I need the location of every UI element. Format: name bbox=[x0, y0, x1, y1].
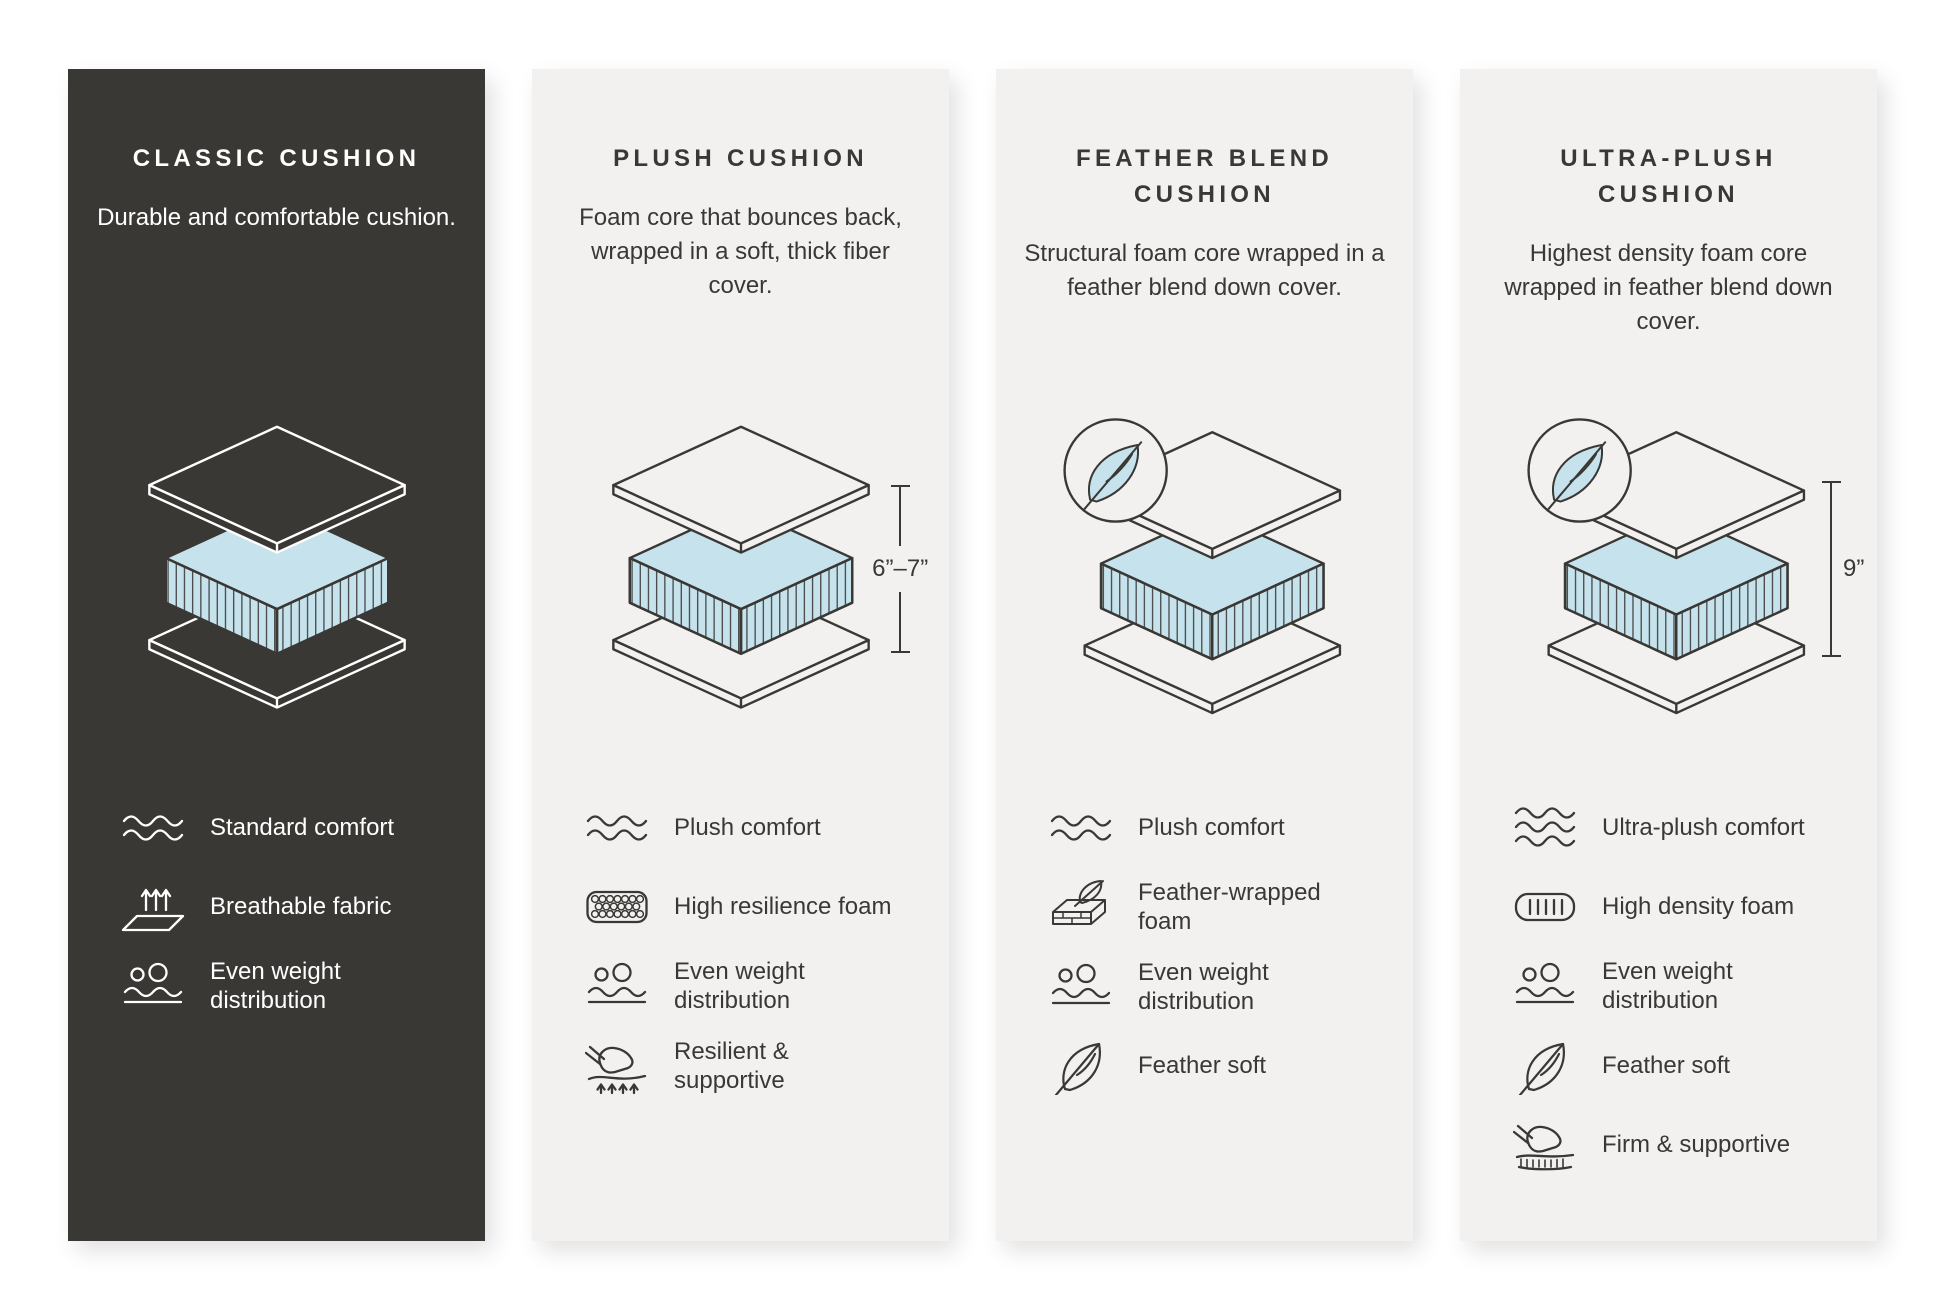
feature-label: Plush comfort bbox=[674, 814, 821, 842]
feature-label: Breathable fabric bbox=[210, 893, 392, 921]
waves-icon bbox=[1048, 799, 1114, 857]
feature-row: Even weight distribution bbox=[584, 957, 921, 1016]
cushion-diagram-graphic bbox=[147, 425, 406, 709]
feature-label: Plush comfort bbox=[1138, 814, 1285, 842]
feature-row: Even weight distribution bbox=[1512, 957, 1849, 1016]
feature-row: Even weight distribution bbox=[1048, 958, 1385, 1017]
card-header: PLUSH CUSHION Foam core that bounces bac… bbox=[560, 141, 921, 369]
feature-label: High resilience foam bbox=[674, 893, 892, 921]
waves-icon bbox=[1512, 799, 1578, 857]
feature-row: Resilient & supportive bbox=[584, 1037, 921, 1096]
firm-support-icon bbox=[1512, 1116, 1578, 1174]
cushion-layers-diagram: 9” bbox=[1488, 369, 1864, 769]
feature-row: Standard comfort bbox=[120, 799, 457, 857]
feature-label: Ultra-plush comfort bbox=[1602, 814, 1805, 842]
feature-label: Firm & supportive bbox=[1602, 1130, 1791, 1158]
feature-label: Standard comfort bbox=[210, 814, 395, 842]
cards-row: CLASSIC CUSHION Durable and comfortable … bbox=[68, 69, 1877, 1241]
cushion-layers-diagram bbox=[1024, 369, 1385, 769]
measurement-line bbox=[1820, 481, 1844, 657]
even-weight-icon bbox=[1048, 958, 1114, 1016]
feather-badge-icon bbox=[1062, 418, 1168, 523]
feature-row: High density foam bbox=[1512, 878, 1849, 936]
top-cover-layer bbox=[147, 425, 406, 554]
height-measurement: 6”–7” bbox=[869, 485, 932, 653]
top-cover-layer bbox=[611, 425, 870, 554]
resilience-foam-icon bbox=[584, 878, 650, 936]
feature-label: Even weight distribution bbox=[1602, 958, 1733, 1015]
feather-icon bbox=[1048, 1037, 1114, 1095]
feature-list: Plush comfort High resilience foam Even … bbox=[560, 799, 921, 1095]
feature-label: Even weight distribution bbox=[674, 958, 805, 1015]
feature-label: Resilient & supportive bbox=[674, 1037, 789, 1094]
card-description: Durable and comfortable cushion. bbox=[97, 204, 456, 231]
card-ultra-plush-cushion: ULTRA-PLUSH CUSHION Highest density foam… bbox=[1460, 69, 1877, 1241]
card-title: PLUSH CUSHION bbox=[613, 145, 868, 172]
feather-foam-icon bbox=[1048, 878, 1114, 936]
cushion-layers-diagram: 6”–7” bbox=[560, 369, 932, 769]
feature-row: Feather soft bbox=[1048, 1037, 1385, 1095]
feature-label: Feather-wrapped foam bbox=[1138, 879, 1321, 936]
feature-list: Standard comfort Breathable fabric Even … bbox=[96, 799, 457, 1016]
foam-core-layer bbox=[1099, 511, 1325, 661]
feature-label: Even weight distribution bbox=[210, 958, 341, 1015]
waves-icon bbox=[584, 799, 650, 857]
feature-row: Even weight distribution bbox=[120, 957, 457, 1016]
foam-core-layer bbox=[164, 505, 389, 655]
cushion-diagram-graphic bbox=[1526, 418, 1805, 715]
card-title: FEATHER BLEND CUSHION bbox=[1075, 145, 1334, 208]
height-measurement: 9” bbox=[1820, 481, 1864, 657]
even-weight-icon bbox=[1512, 957, 1578, 1015]
card-title: ULTRA-PLUSH CUSHION bbox=[1560, 145, 1777, 208]
cushion-diagram-graphic bbox=[1062, 418, 1341, 715]
cushion-layers-diagram bbox=[96, 369, 457, 769]
measurement-label: 9” bbox=[1843, 555, 1865, 582]
feature-row: Plush comfort bbox=[584, 799, 921, 857]
foam-core-layer bbox=[1563, 511, 1789, 661]
feature-row: Plush comfort bbox=[1048, 799, 1385, 857]
breathable-fabric-icon bbox=[120, 878, 186, 936]
feature-row: Feather soft bbox=[1512, 1037, 1849, 1095]
feature-row: Ultra-plush comfort bbox=[1512, 799, 1849, 857]
feature-list: Ultra-plush comfort High density foam Ev… bbox=[1488, 799, 1849, 1174]
feature-row: Breathable fabric bbox=[120, 878, 457, 936]
even-weight-icon bbox=[584, 957, 650, 1015]
cushion-diagram-graphic bbox=[611, 425, 870, 709]
card-description: Structural foam core wrapped in a feathe… bbox=[1024, 240, 1385, 302]
feather-icon bbox=[1512, 1037, 1578, 1095]
feature-list: Plush comfort Feather-wrapped foam Even … bbox=[1024, 799, 1385, 1095]
hand-press-icon bbox=[584, 1037, 650, 1095]
card-header: ULTRA-PLUSH CUSHION Highest density foam… bbox=[1488, 141, 1849, 369]
card-plush-cushion: PLUSH CUSHION Foam core that bounces bac… bbox=[532, 69, 949, 1241]
card-feather-blend-cushion: FEATHER BLEND CUSHION Structural foam co… bbox=[996, 69, 1413, 1241]
feather-badge-icon bbox=[1526, 418, 1632, 523]
density-foam-icon bbox=[1512, 878, 1578, 936]
measurement-label: 6”–7” bbox=[869, 546, 932, 592]
feature-row: High resilience foam bbox=[584, 878, 921, 936]
feature-row: Firm & supportive bbox=[1512, 1116, 1849, 1174]
feature-label: Even weight distribution bbox=[1138, 958, 1269, 1015]
feature-label: High density foam bbox=[1602, 893, 1795, 921]
card-title: CLASSIC CUSHION bbox=[132, 145, 421, 172]
card-header: FEATHER BLEND CUSHION Structural foam co… bbox=[1024, 141, 1385, 369]
card-classic-cushion: CLASSIC CUSHION Durable and comfortable … bbox=[68, 69, 485, 1241]
card-header: CLASSIC CUSHION Durable and comfortable … bbox=[96, 141, 457, 369]
card-description: Highest density foam core wrapped in fea… bbox=[1504, 240, 1833, 336]
feature-label: Feather soft bbox=[1602, 1051, 1731, 1079]
feature-label: Feather soft bbox=[1138, 1052, 1267, 1080]
waves-icon bbox=[120, 799, 186, 857]
feature-row: Feather-wrapped foam bbox=[1048, 878, 1385, 937]
even-weight-icon bbox=[120, 957, 186, 1015]
foam-core-layer bbox=[628, 505, 853, 655]
card-description: Foam core that bounces back, wrapped in … bbox=[579, 204, 902, 300]
